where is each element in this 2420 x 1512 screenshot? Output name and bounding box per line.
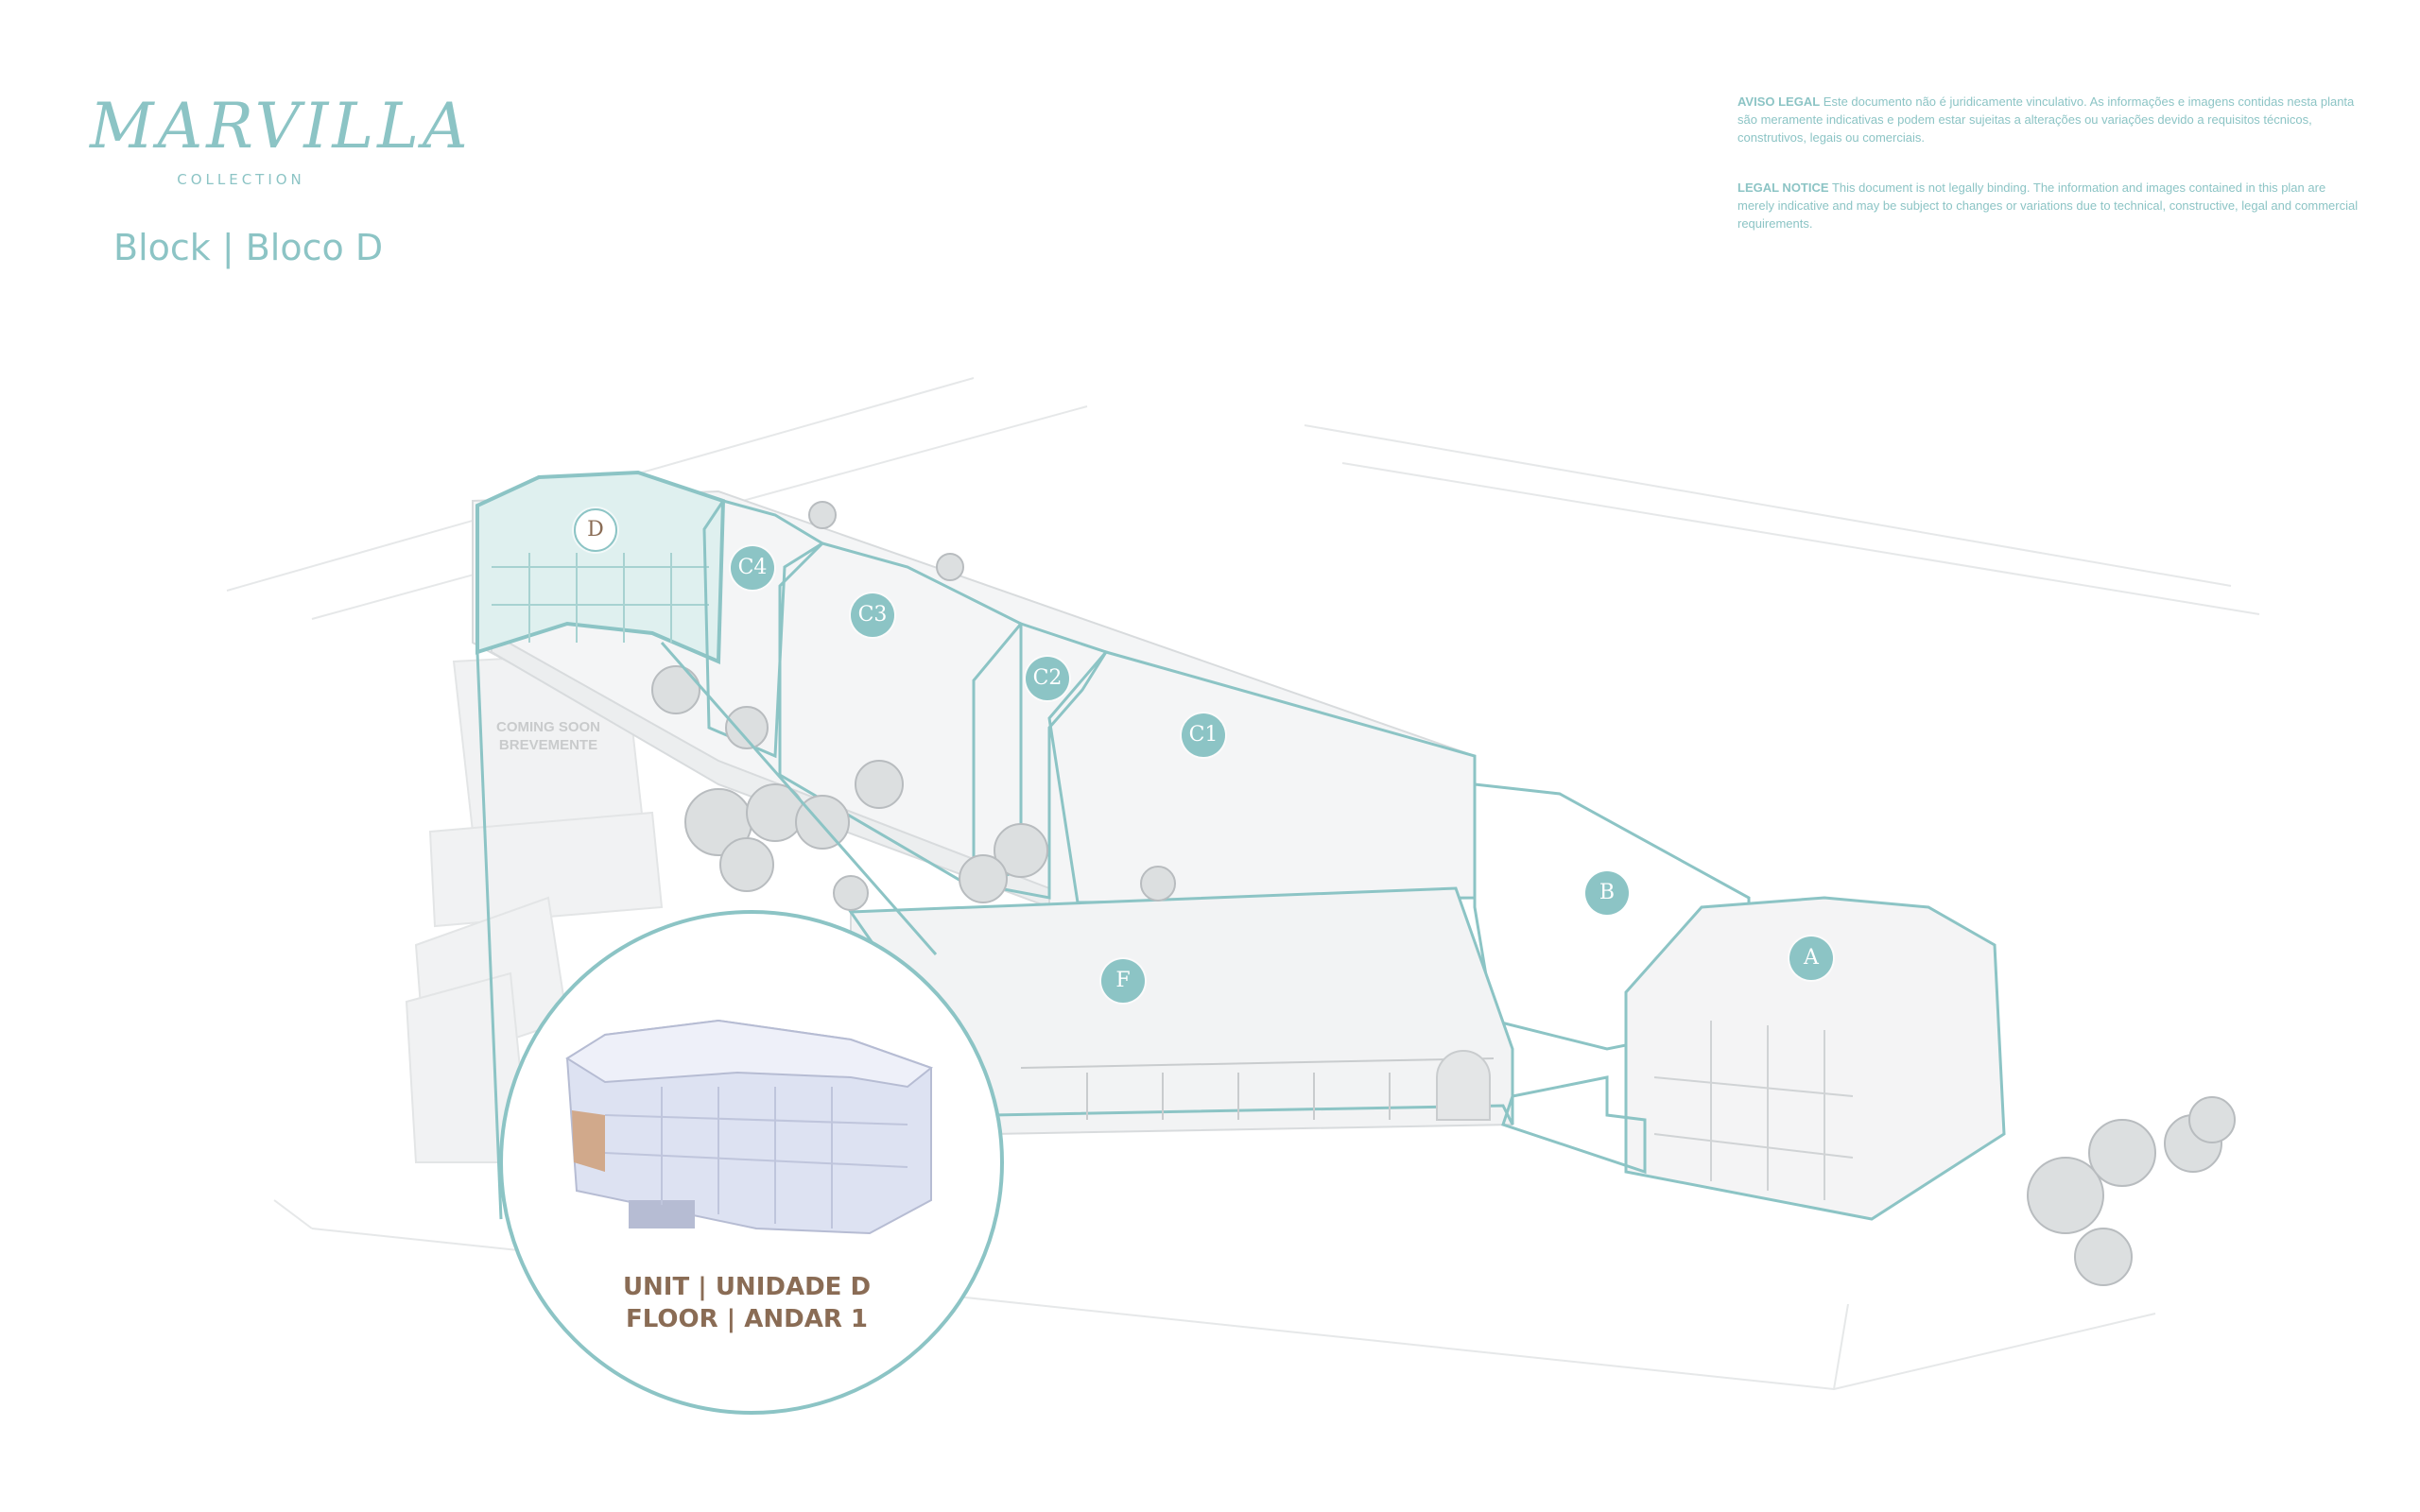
block-marker-c2[interactable]: C2 xyxy=(1026,657,1069,700)
block-marker-c3[interactable]: C3 xyxy=(851,593,894,637)
legal-notice-pt: AVISO LEGAL Este documento não é juridic… xyxy=(1737,93,2361,146)
legal-text-en: This document is not legally binding. Th… xyxy=(1737,180,2359,231)
block-marker-b[interactable]: B xyxy=(1585,871,1629,915)
block-marker-d[interactable]: D xyxy=(574,508,617,552)
block-a xyxy=(1624,896,2006,1221)
coming-soon-en: COMING SOON xyxy=(495,719,600,735)
page-title: Block | Bloco D xyxy=(113,227,384,268)
legal-heading-en: LEGAL NOTICE xyxy=(1737,180,1829,195)
callout-lines xyxy=(475,642,938,1220)
block-d-windows xyxy=(492,553,709,643)
floor-label: FLOOR | ANDAR 1 xyxy=(626,1305,868,1333)
block-marker-f[interactable]: F xyxy=(1101,959,1145,1003)
unit-info: UNIT | UNIDADE D FLOOR | ANDAR 1 xyxy=(510,1271,983,1335)
coming-soon-label: COMING SOON BREVEMENTE xyxy=(477,718,619,754)
block-marker-a[interactable]: A xyxy=(1789,936,1833,980)
coming-soon-pt: BREVEMENTE xyxy=(498,737,598,753)
brand-subtitle: COLLECTION xyxy=(177,171,305,188)
block-marker-c4[interactable]: C4 xyxy=(731,546,774,590)
block-marker-c1[interactable]: C1 xyxy=(1182,713,1225,757)
legal-notice-en: LEGAL NOTICE This document is not legall… xyxy=(1737,179,2361,232)
trees xyxy=(651,501,2236,1286)
legal-text-pt: Este documento não é juridicamente vincu… xyxy=(1737,94,2355,145)
legal-notice: AVISO LEGAL Este documento não é juridic… xyxy=(1737,93,2361,265)
unit-label: UNIT | UNIDADE D xyxy=(622,1273,872,1301)
site-outline xyxy=(1501,1075,1647,1175)
legal-heading-pt: AVISO LEGAL xyxy=(1737,94,1821,109)
unit-3d-model xyxy=(565,1019,934,1235)
